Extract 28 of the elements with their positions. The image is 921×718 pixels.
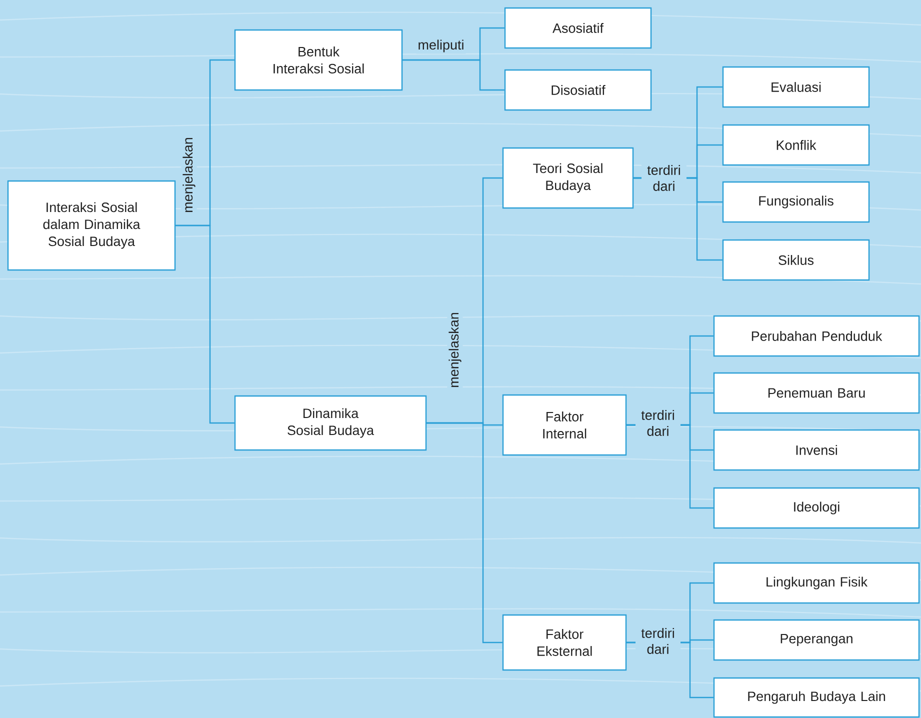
edge-label: menjelaskan — [181, 136, 197, 214]
concept-box: Perubahan Penduduk — [713, 315, 920, 357]
concept-box: Konflik — [722, 124, 870, 166]
concept-box: Ideologi — [713, 487, 920, 529]
edge-label: menjelaskan — [447, 310, 463, 390]
connector-line — [176, 224, 234, 424]
concept-box: Disosiatif — [504, 69, 652, 111]
concept-box: Faktor Internal — [502, 394, 627, 456]
concept-box: Faktor Eksternal — [502, 614, 627, 671]
connector-line — [402, 59, 504, 91]
connector-line — [426, 422, 502, 644]
concept-box: Fungsionalis — [722, 181, 870, 223]
concept-box: Lingkungan Fisik — [713, 562, 920, 604]
edge-label: terdiri dari — [636, 626, 680, 656]
concept-box: Asosiatif — [504, 7, 652, 49]
concept-box: Penemuan Baru — [713, 372, 920, 414]
concept-box: Bentuk Interaksi Sosial — [234, 29, 403, 91]
concept-box: Evaluasi — [722, 66, 870, 108]
concept-box: Teori Sosial Budaya — [502, 147, 634, 209]
concept-box: Interaksi Sosial dalam Dinamika Sosial Budaya — [7, 180, 176, 271]
edge-label: meliputi — [416, 38, 466, 54]
concept-box: Pengaruh Budaya Lain — [713, 677, 920, 718]
edge-label: terdiri dari — [642, 164, 686, 192]
concept-box: Dinamika Sosial Budaya — [234, 395, 427, 451]
concept-box: Peperangan — [713, 619, 920, 661]
edge-label: terdiri dari — [636, 408, 680, 438]
concept-box: Invensi — [713, 429, 920, 471]
concept-box: Siklus — [722, 239, 870, 281]
